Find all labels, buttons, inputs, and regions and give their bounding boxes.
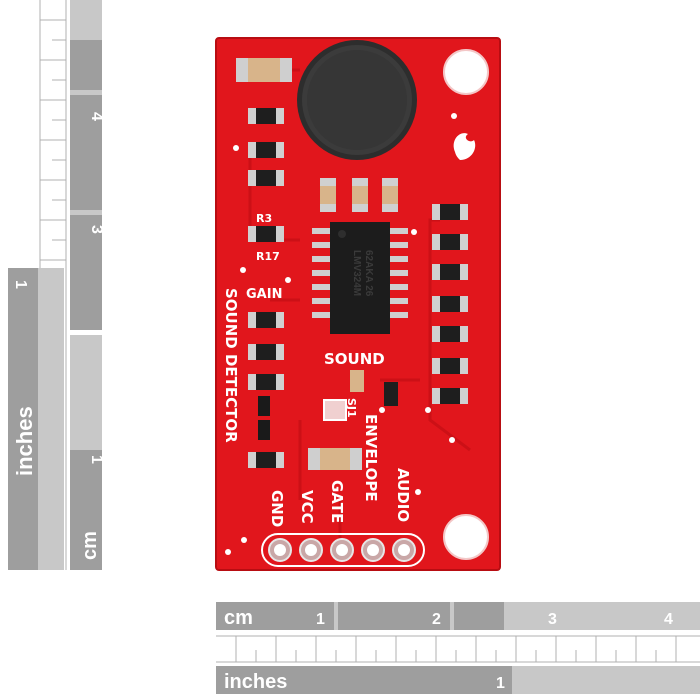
label-gain: GAIN	[246, 287, 282, 302]
pin-audio	[392, 538, 416, 562]
ruler-mark-cm-h1: 1	[316, 611, 325, 628]
pin-envelope	[361, 538, 385, 562]
vertical-inch-ruler-top: 4 3 2	[70, 0, 105, 349]
capacitor-large	[308, 448, 362, 470]
ic-chip-icon: 62AKA 26 LMV324M	[312, 222, 408, 334]
ruler-unit-cm: cm	[79, 531, 101, 560]
via-dots	[225, 113, 457, 555]
mounting-hole	[443, 514, 489, 560]
resistor-array-left	[248, 108, 284, 468]
label-sound-detector: SOUND DETECTOR	[222, 288, 240, 443]
sj1-jumper	[323, 370, 398, 421]
label-audio: AUDIO	[394, 468, 412, 522]
label-vcc: VCC	[298, 490, 316, 524]
capacitor-row	[320, 178, 398, 212]
vertical-inch-ruler: 1 inches	[8, 268, 64, 570]
ruler-mark-cm-1: 1	[88, 455, 105, 464]
horizontal-cm-ruler: cm 1 2 3 4	[216, 602, 700, 630]
ruler-mark-cm-h2: 2	[432, 611, 441, 628]
label-r17: R17	[256, 250, 280, 263]
sound-detector-board: 62AKA 26 LMV324M R3 R17 GAIN SOUND	[215, 37, 501, 571]
ruler-mark-inch-h1: 1	[496, 675, 505, 692]
ruler-unit-inches: inches	[12, 406, 37, 476]
pin-gnd	[268, 538, 292, 562]
pin-vcc	[299, 538, 323, 562]
label-sj1: SJ1	[345, 398, 358, 418]
ruler-unit-cm-horizontal: cm	[224, 607, 253, 629]
vertical-ruler-group: 4 3 2 1 inches 1 cm	[8, 0, 105, 570]
ruler-mark-4: 4	[88, 112, 105, 121]
horizontal-ruler-group: cm 1 2 3 4 inches 1	[216, 602, 700, 694]
label-gnd: GND	[268, 490, 286, 527]
microphone-icon	[297, 40, 417, 160]
label-sound: SOUND	[324, 350, 385, 368]
label-envelope: ENVELOPE	[362, 414, 380, 502]
label-gate: GATE	[328, 480, 346, 523]
mounting-hole	[443, 49, 489, 95]
ruler-mark-1: 1	[12, 280, 29, 289]
ruler-mark-3: 3	[88, 225, 105, 234]
ruler-mark-cm-h4: 4	[664, 611, 673, 628]
header-pins	[261, 533, 425, 567]
vertical-cm-ruler: 1 cm	[70, 335, 105, 570]
ruler-mark-cm-h3: 3	[548, 611, 557, 628]
diode-pair	[258, 396, 270, 440]
sparkfun-flame-logo-icon	[453, 133, 476, 160]
horizontal-tick-strip	[216, 635, 700, 663]
chip-marking-line2: LMV324M	[351, 250, 362, 296]
capacitor	[236, 58, 292, 82]
pin-gate	[330, 538, 354, 562]
resistor-array-right	[432, 204, 468, 404]
horizontal-inch-ruler: inches 1	[216, 666, 700, 694]
ruler-unit-inches-horizontal: inches	[224, 671, 287, 693]
label-r3: R3	[256, 212, 272, 225]
chip-marking-line1: 62AKA 26	[363, 250, 374, 297]
